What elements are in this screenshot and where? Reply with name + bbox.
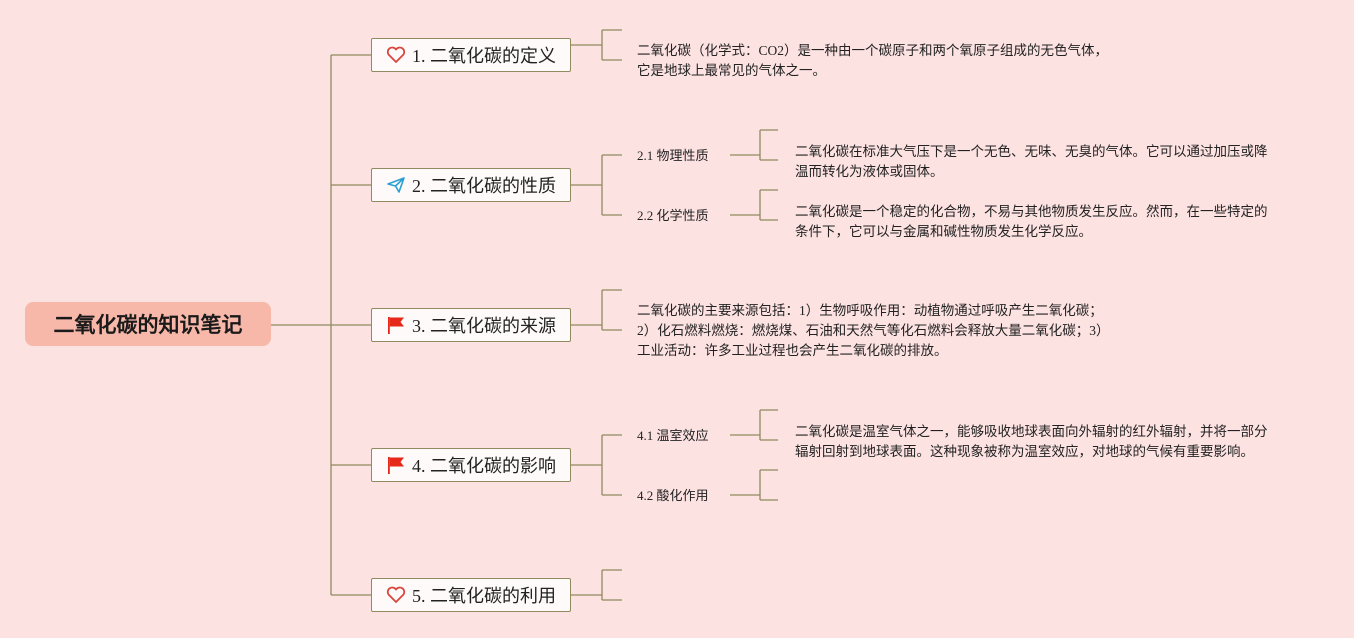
note-line: 温而转化为液体或固体。 [795,164,944,179]
topic-label: 5. 二氧化碳的利用 [412,586,556,606]
note-line: 二氧化碳是温室气体之一，能够吸收地球表面向外辐射的红外辐射，并将一部分 [795,424,1268,439]
note-line: 二氧化碳是一个稳定的化合物，不易与其他物质发生反应。然而，在一些特定的 [795,204,1268,219]
paper-plane-icon [386,176,406,194]
subtopic-greenhouse[interactable]: 4.1 温室效应 [637,428,709,443]
note-line: 2）化石燃料燃烧：燃烧煤、石油和天然气等化石燃料会释放大量二氧化碳；3） [637,323,1110,338]
topic-label: 2. 二氧化碳的性质 [412,176,556,196]
note-line: 条件下，它可以与金属和碱性物质发生化学反应。 [795,224,1092,239]
root-title: 二氧化碳的知识笔记 [53,313,243,337]
topic-definition[interactable]: 1. 二氧化碳的定义 [371,38,571,72]
note-line: 二氧化碳的主要来源包括：1）生物呼吸作用：动植物通过呼吸产生二氧化碳； [637,303,1103,318]
topic-sources[interactable]: 3. 二氧化碳的来源 [371,308,571,342]
root-node[interactable]: 二氧化碳的知识笔记 [25,302,271,346]
heart-icon [386,46,406,64]
topic-label: 3. 二氧化碳的来源 [412,316,556,336]
note-definition: 二氧化碳（化学式：CO2）是一种由一个碳原子和两个氧原子组成的无色气体， 它是地… [637,41,1108,81]
topic-label: 1. 二氧化碳的定义 [412,46,556,66]
note-chemical: 二氧化碳是一个稳定的化合物，不易与其他物质发生反应。然而，在一些特定的 条件下，… [795,202,1268,242]
note-line: 二氧化碳在标准大气压下是一个无色、无味、无臭的气体。它可以通过加压或降 [795,144,1268,159]
note-line: 它是地球上最常见的气体之一。 [637,63,826,78]
note-line: 二氧化碳（化学式：CO2）是一种由一个碳原子和两个氧原子组成的无色气体， [637,43,1109,58]
subtopic-acidification[interactable]: 4.2 酸化作用 [637,488,709,503]
note-line: 辐射回射到地球表面。这种现象被称为温室效应，对地球的气候有重要影响。 [795,444,1254,459]
note-sources: 二氧化碳的主要来源包括：1）生物呼吸作用：动植物通过呼吸产生二氧化碳； 2）化石… [637,301,1110,361]
topic-uses[interactable]: 5. 二氧化碳的利用 [371,578,571,612]
note-physical: 二氧化碳在标准大气压下是一个无色、无味、无臭的气体。它可以通过加压或降 温而转化… [795,142,1268,182]
topic-effects[interactable]: 4. 二氧化碳的影响 [371,448,571,482]
subtopic-chemical[interactable]: 2.2 化学性质 [637,208,709,223]
topic-properties[interactable]: 2. 二氧化碳的性质 [371,168,571,202]
note-greenhouse: 二氧化碳是温室气体之一，能够吸收地球表面向外辐射的红外辐射，并将一部分 辐射回射… [795,422,1268,462]
topic-label: 4. 二氧化碳的影响 [412,456,556,476]
subtopic-physical[interactable]: 2.1 物理性质 [637,148,709,163]
heart-icon [386,586,406,604]
red-flag-icon [386,455,406,475]
red-flag-icon [386,315,406,335]
note-line: 工业活动：许多工业过程也会产生二氧化碳的排放。 [637,343,948,358]
